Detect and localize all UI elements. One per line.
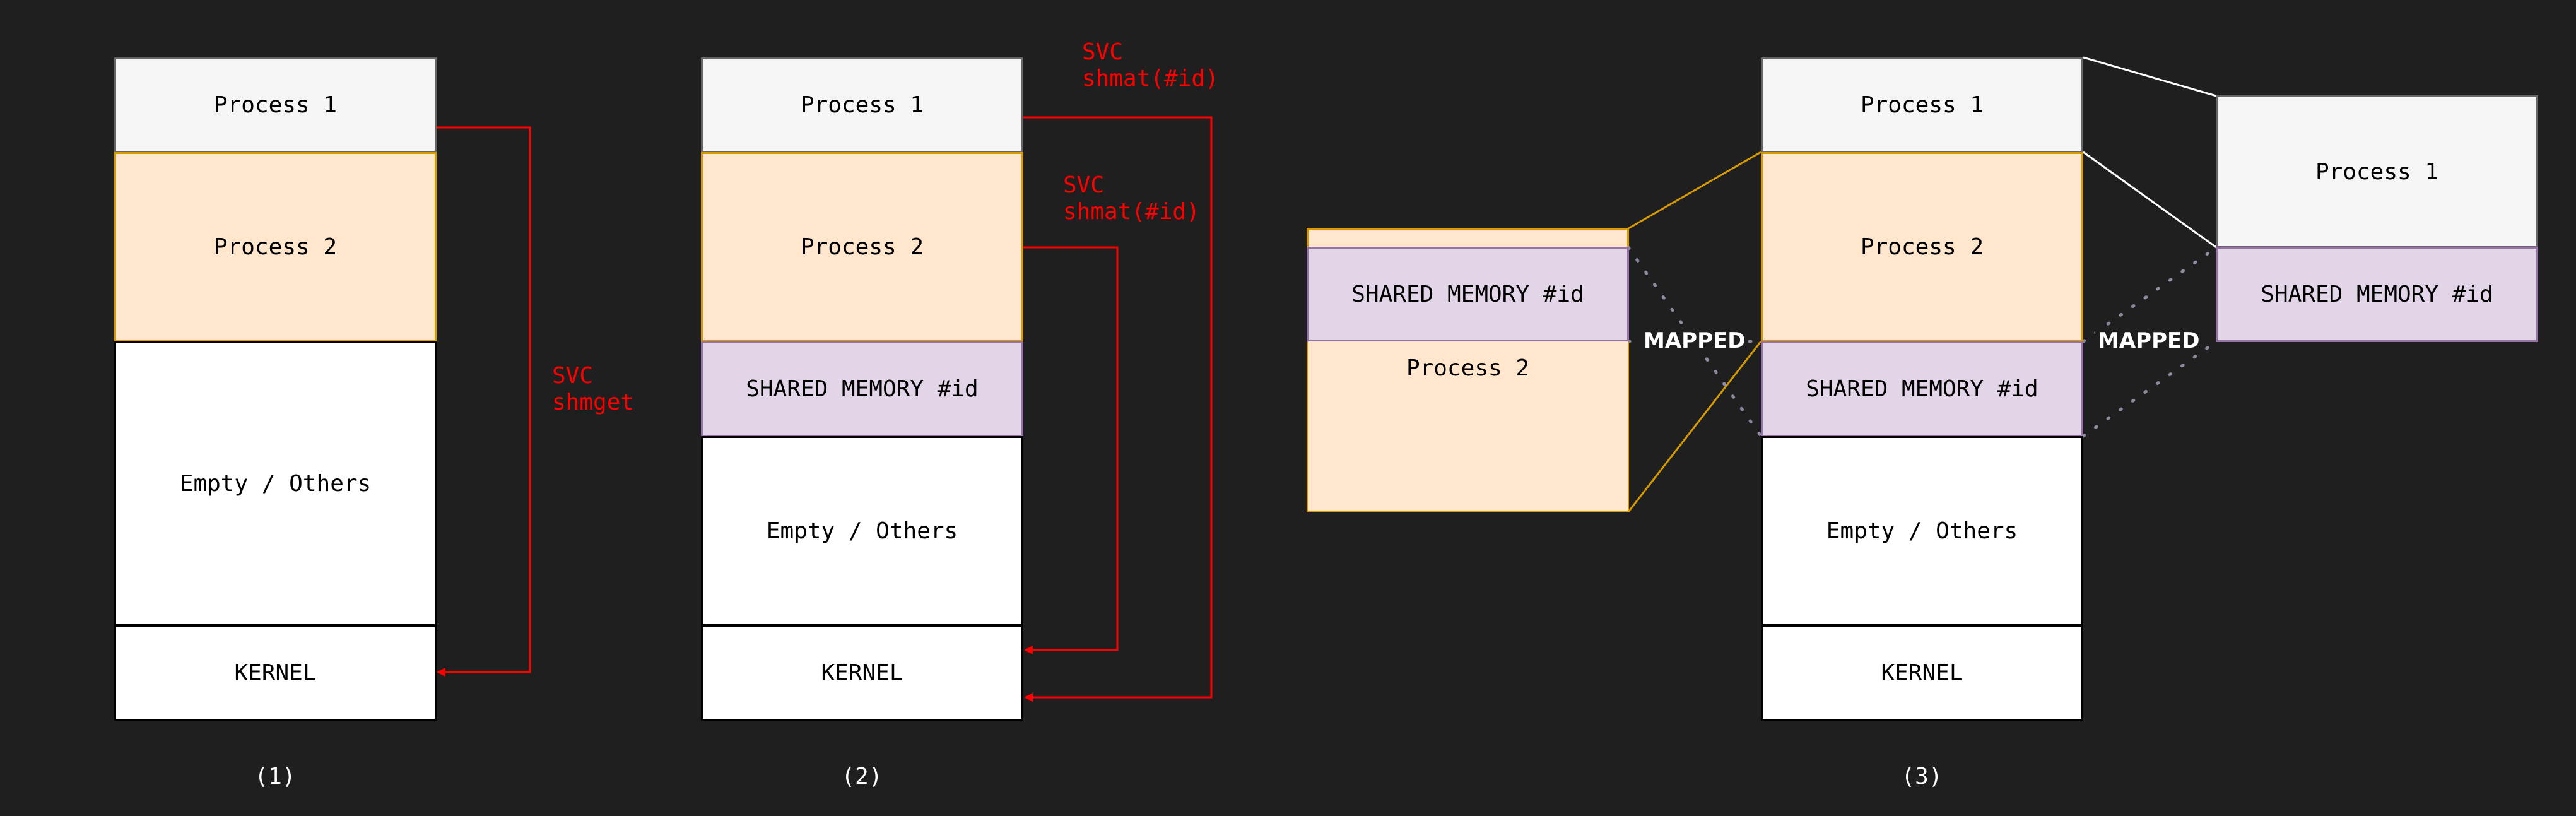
d1-empty-block: Empty / Others bbox=[114, 341, 437, 626]
d1-process1-block: Process 1 bbox=[114, 57, 437, 153]
d2-kernel-block: KERNEL bbox=[701, 625, 1023, 721]
d3-left-process2-label: Process 2 bbox=[1308, 341, 1628, 511]
d3-shared-memory-block: SHARED MEMORY #id bbox=[1761, 341, 2083, 437]
d3-process1-block: Process 1 bbox=[1761, 57, 2083, 153]
d3-left-shared-memory-block: SHARED MEMORY #id bbox=[1307, 247, 1629, 342]
d1-kernel-block: KERNEL bbox=[114, 625, 437, 721]
d3-caption: (3) bbox=[1901, 764, 1943, 789]
process1-projection-bottom bbox=[2083, 151, 2217, 249]
d3-process2-block: Process 2 bbox=[1761, 152, 2083, 342]
d2-empty-block: Empty / Others bbox=[701, 436, 1023, 626]
d3-empty-block: Empty / Others bbox=[1761, 436, 2083, 626]
d2-caption: (2) bbox=[841, 764, 883, 789]
shmat-arrow-process2 bbox=[1023, 246, 1119, 654]
shmat-arrow-process1 bbox=[1023, 116, 1213, 702]
d1-process2-block: Process 2 bbox=[114, 152, 437, 342]
shmget-arrow bbox=[435, 126, 531, 677]
process1-projection-top bbox=[2083, 56, 2217, 97]
mapping-dots-right-top bbox=[2081, 245, 2218, 343]
d2-process2-block: Process 2 bbox=[701, 152, 1023, 342]
process2-projection-bottom bbox=[1627, 341, 1762, 512]
d2-svc-shmat-label-1: SVC shmat(#id) bbox=[1082, 39, 1219, 92]
d3-right-process1-block: Process 1 bbox=[2216, 95, 2538, 248]
d2-svc-shmat-label-2: SVC shmat(#id) bbox=[1063, 172, 1200, 225]
d3-mapped-label-left: MAPPED bbox=[1641, 328, 1748, 353]
d3-mapped-label-right: MAPPED bbox=[2095, 328, 2203, 353]
mapping-dots-right-bottom bbox=[2081, 340, 2218, 438]
d3-kernel-block: KERNEL bbox=[1761, 625, 2083, 721]
d2-shared-memory-block: SHARED MEMORY #id bbox=[701, 341, 1023, 437]
d1-caption: (1) bbox=[254, 764, 296, 789]
d2-process1-block: Process 1 bbox=[701, 57, 1023, 153]
d1-svc-shmget-label: SVC shmget bbox=[552, 363, 635, 415]
d3-right-shared-memory-block: SHARED MEMORY #id bbox=[2216, 247, 2538, 342]
process2-projection-top bbox=[1628, 151, 1761, 230]
